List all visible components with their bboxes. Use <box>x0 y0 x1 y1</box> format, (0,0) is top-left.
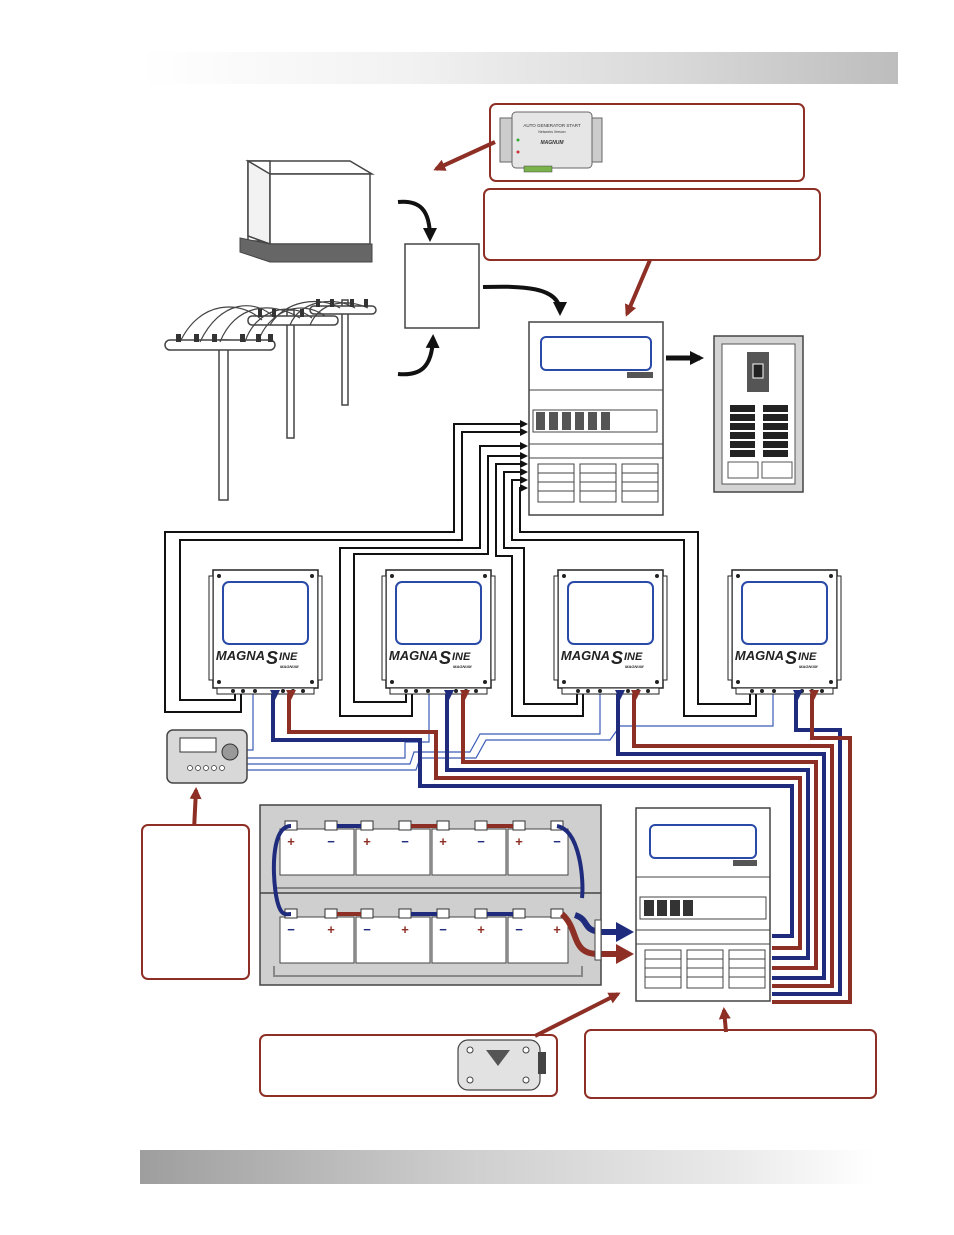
svg-text:−: − <box>477 834 485 849</box>
battery-monitor-module <box>457 1039 546 1091</box>
inverter-2: MAGNA S INE MAGNUM <box>381 569 496 695</box>
svg-text:−: − <box>287 922 295 937</box>
svg-text:MAGNUM: MAGNUM <box>625 664 644 669</box>
inverter-brand-1: MAGNA <box>216 648 265 663</box>
remote-control <box>166 729 248 784</box>
dc-cabling <box>271 694 852 1004</box>
bmk-callout-arrow <box>534 992 621 1038</box>
remote-callout-box <box>141 824 250 980</box>
svg-text:+: + <box>477 922 485 937</box>
ac-output-wiring <box>164 420 757 717</box>
inverter-3: MAGNA S INE MAGNUM <box>553 569 668 695</box>
load-subpanel <box>713 335 804 493</box>
svg-text:+: + <box>401 922 409 937</box>
svg-text:−: − <box>363 922 371 937</box>
svg-text:+: + <box>553 922 561 937</box>
inverter-1: MAGNA S INE MAGNUM <box>208 569 323 695</box>
ags-subtitle: Networks Version <box>538 130 565 134</box>
svg-text:INE: INE <box>452 651 471 663</box>
transfer-switch <box>404 243 480 329</box>
svg-text:−: − <box>401 834 409 849</box>
svg-text:MAGNUM: MAGNUM <box>453 664 472 669</box>
transfer-to-panel-arrow <box>482 284 567 316</box>
svg-text:S: S <box>439 648 451 668</box>
header-bar <box>140 52 898 84</box>
ags-module-image: AUTO GENERATOR START Networks Version MA… <box>499 111 603 173</box>
svg-text:+: + <box>363 834 371 849</box>
svg-text:MAGNA: MAGNA <box>561 648 610 663</box>
remote-callout-arrow <box>189 787 202 831</box>
svg-text:INE: INE <box>798 651 817 663</box>
svg-text:INE: INE <box>279 651 298 663</box>
inverter-4: MAGNA S INE MAGNUM <box>727 569 842 695</box>
svg-text:S: S <box>785 648 797 668</box>
ags-callout-arrow <box>433 140 496 171</box>
ags-logo: MAGNUM <box>540 140 564 146</box>
generator-feed-arrow <box>397 199 437 242</box>
svg-text:−: − <box>553 834 561 849</box>
svg-text:MAGNA: MAGNA <box>389 648 438 663</box>
svg-text:+: + <box>287 834 295 849</box>
utility-feed-arrow <box>397 334 440 377</box>
svg-text:−: − <box>515 922 523 937</box>
svg-text:+: + <box>515 834 523 849</box>
dc-panel-callout-box <box>584 1029 877 1099</box>
svg-text:INE: INE <box>624 651 643 663</box>
generator <box>239 159 375 263</box>
svg-text:−: − <box>439 922 447 937</box>
svg-text:MAGNUM: MAGNUM <box>280 664 299 669</box>
footer-bar <box>140 1150 874 1184</box>
dc-panel-callout-arrow <box>718 1007 731 1033</box>
panel-callout-box <box>483 188 821 261</box>
ags-title: AUTO GENERATOR START <box>523 123 581 128</box>
svg-text:−: − <box>327 834 335 849</box>
dc-cable-arrowheads <box>270 690 819 700</box>
dc-panel <box>635 807 771 1002</box>
svg-text:S: S <box>611 648 623 668</box>
svg-text:MAGNA: MAGNA <box>735 648 784 663</box>
main-ac-panel <box>528 321 664 516</box>
svg-text:MAGNUM: MAGNUM <box>799 664 818 669</box>
battery-bank: + − + − + − + − − + − + − + − + <box>259 804 634 986</box>
utility-poles <box>164 299 377 501</box>
svg-text:S: S <box>266 648 278 668</box>
svg-text:+: + <box>439 834 447 849</box>
svg-text:+: + <box>327 922 335 937</box>
panel-callout-arrow <box>625 259 652 317</box>
